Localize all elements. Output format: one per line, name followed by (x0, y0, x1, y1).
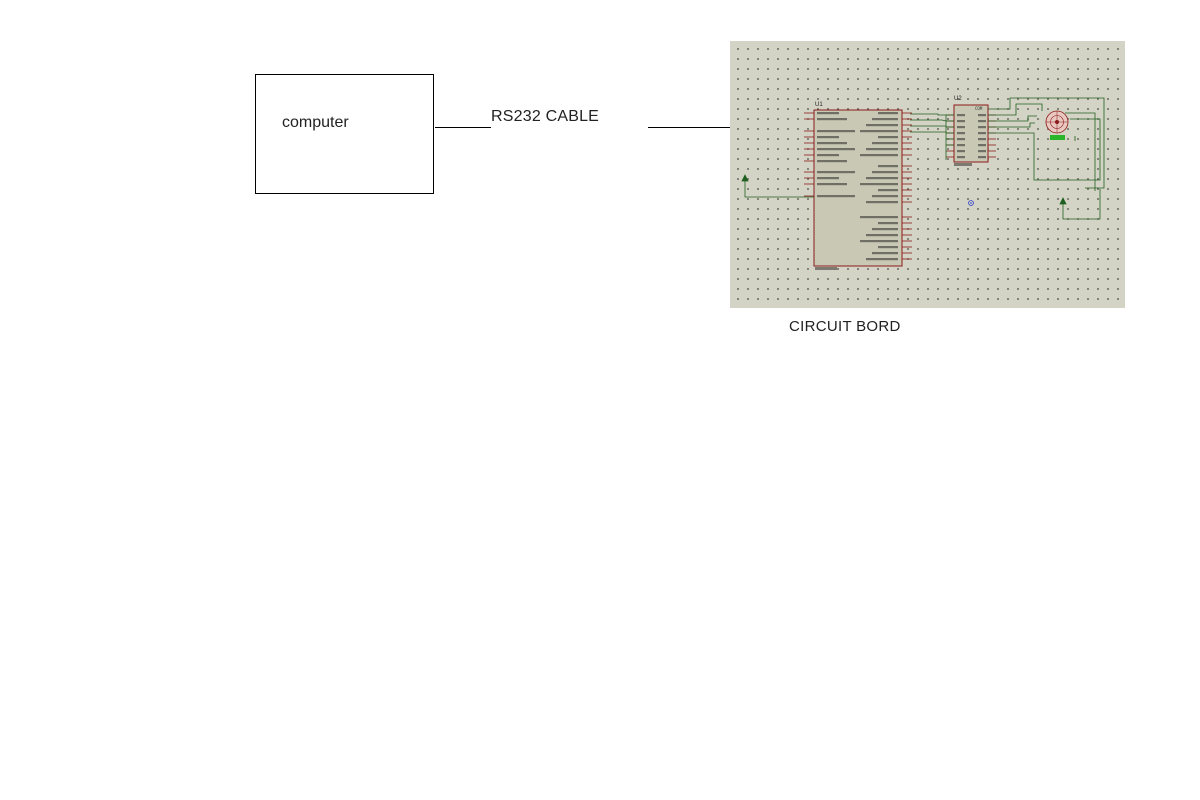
motor-indicator (1050, 135, 1065, 140)
u1-right-pin-label (872, 142, 898, 145)
u1-right-pin-label (872, 118, 898, 121)
probe-marker (968, 200, 974, 206)
circuit-schematic: U1 U2 COM (741, 96, 1105, 270)
u2-right-pin-label (978, 132, 986, 135)
u1-left-pin-label (817, 142, 847, 145)
u2-ref-label: U2 (954, 96, 962, 102)
u1-left-pin-label (817, 148, 855, 151)
u1-right-pin-label (860, 154, 898, 157)
u2-right-pin-label (978, 120, 986, 123)
u1-right-pin-label (872, 195, 898, 198)
u2-right-pin-label (978, 144, 986, 147)
u2-left-pin-label (957, 132, 965, 135)
u2-right-pin-label (978, 150, 986, 153)
u1-left-pin-label (817, 136, 839, 139)
power-terminal-right (1059, 189, 1101, 220)
u1-right-pin-label (866, 201, 898, 204)
bus-wires (910, 113, 954, 160)
circuit-board: U1 U2 COM (730, 41, 1125, 308)
u1-right-pin-label (878, 246, 898, 249)
u1-pin-labels-right (860, 112, 898, 261)
u1-right-pin-label (878, 165, 898, 168)
u1-left-pin-label (817, 171, 855, 174)
u1-right-pin-label (878, 136, 898, 139)
stepper-motor (1045, 110, 1069, 140)
computer-label: computer (282, 114, 349, 131)
u1-right-pin-label (866, 234, 898, 237)
u1-right-pin-label (866, 258, 898, 261)
rs232-cable-label: RS232 CABLE (491, 108, 600, 125)
u2-com-label: COM (975, 106, 983, 111)
u1-right-pin-label (872, 171, 898, 174)
motor-wires (988, 97, 1105, 191)
u1-left-pin-label (817, 112, 839, 115)
u1-right-pin-label (866, 177, 898, 180)
u1-left-pin-label (817, 130, 855, 133)
u1-pin-labels-left (817, 112, 855, 198)
u1-microcontroller: U1 (804, 102, 912, 267)
u2-left-pin-label (957, 126, 965, 129)
u2-driver-chip: U2 COM (946, 96, 996, 163)
u2-left-pin-label (957, 156, 965, 159)
u1-right-pin-label (872, 252, 898, 255)
u1-left-pin-label (817, 118, 847, 121)
u1-left-pin-label (817, 154, 839, 157)
rs232-wire-right (648, 127, 734, 128)
u2-left-pin-label (957, 138, 965, 141)
u1-right-pin-label (860, 240, 898, 243)
u1-right-pin-label (860, 216, 898, 219)
u1-left-pin-label (817, 195, 855, 198)
u2-left-pin-label (957, 150, 965, 153)
u2-left-pin-label (957, 120, 965, 123)
u1-right-pin-label (860, 183, 898, 186)
u1-right-pin-label (878, 222, 898, 225)
rs232-wire-left (435, 127, 491, 128)
u1-part-label (815, 267, 837, 270)
u2-left-pin-label (957, 114, 965, 117)
u1-left-pins (804, 112, 814, 197)
u1-left-pin-label (817, 177, 839, 180)
u2-right-pin-label (978, 156, 986, 159)
u1-left-pin-label (817, 183, 847, 186)
circuit-board-label: CIRCUIT BORD (789, 318, 901, 335)
u1-right-pin-label (878, 189, 898, 192)
u1-right-pin-label (866, 148, 898, 151)
u2-right-pin-label (978, 114, 986, 117)
u1-ref-label: U1 (815, 102, 823, 108)
u1-right-pin-label (860, 130, 898, 133)
u1-right-pin-label (866, 124, 898, 127)
u2-left-pin-label (957, 144, 965, 147)
computer-box (255, 74, 434, 194)
u1-right-pin-label (872, 228, 898, 231)
u2-right-pin-label (978, 126, 986, 129)
u1-left-pin-label (817, 160, 847, 163)
u2-part-label (954, 163, 972, 166)
u1-right-pins (902, 112, 912, 260)
u2-right-pin-label (978, 138, 986, 141)
reset-wire (741, 174, 814, 198)
u1-right-pin-label (878, 112, 898, 115)
